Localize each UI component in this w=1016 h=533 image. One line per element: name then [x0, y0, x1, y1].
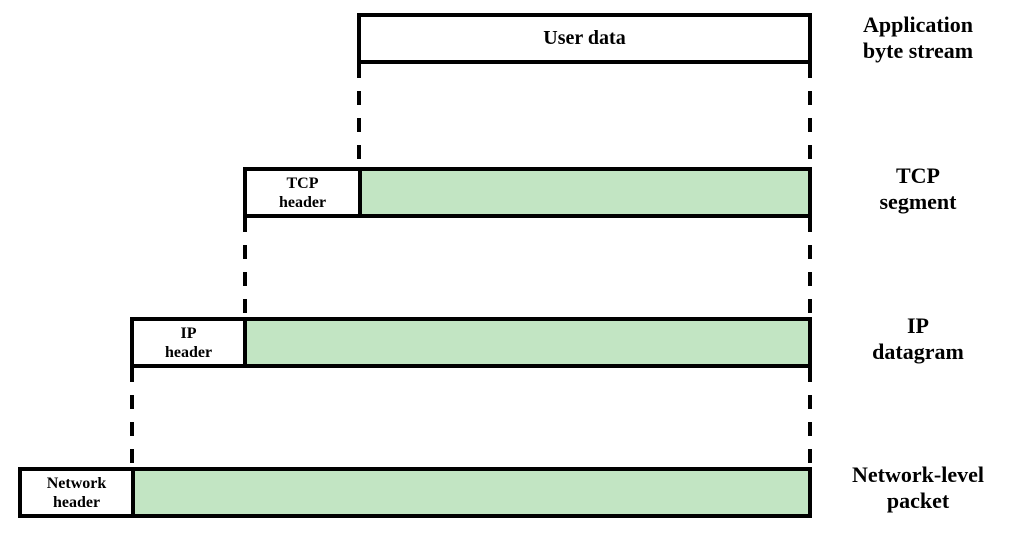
network-packet-row: Network header — [18, 467, 812, 518]
ip-datagram-row: IP header — [130, 317, 812, 368]
tcp-payload-area — [362, 171, 808, 214]
network-payload-area — [135, 471, 808, 514]
side-label-network-line1: Network-level — [852, 462, 984, 487]
tcp-segment-row: TCP header — [243, 167, 812, 218]
user-data-box: User data — [357, 13, 812, 64]
user-data-label: User data — [543, 27, 626, 49]
side-label-ip-line1: IP — [907, 313, 929, 338]
ip-header-label-line1: IP — [180, 324, 197, 342]
ip-header-label-line2: header — [164, 343, 213, 361]
side-label-tcp-line2: segment — [879, 189, 957, 214]
side-label-ip-datagram: IP datagram — [825, 313, 1011, 365]
side-label-tcp-segment: TCP segment — [825, 163, 1011, 215]
side-label-application-line2: byte stream — [862, 38, 974, 63]
tcp-header-label-line1: TCP — [286, 174, 319, 192]
network-header-box: Network header — [22, 471, 135, 514]
ip-header-box: IP header — [134, 321, 247, 364]
side-label-network-packet: Network-level packet — [825, 462, 1011, 514]
network-header-label-line1: Network — [46, 474, 107, 492]
side-label-ip-line2: datagram — [872, 339, 964, 364]
tcp-header-label-line2: header — [278, 193, 327, 211]
network-header-label-line2: header — [52, 493, 101, 511]
side-label-tcp-line1: TCP — [896, 163, 940, 188]
side-label-application-line1: Application — [862, 12, 974, 37]
tcp-header-box: TCP header — [247, 171, 362, 214]
side-label-network-line2: packet — [886, 488, 950, 513]
side-label-application: Application byte stream — [825, 12, 1011, 64]
ip-payload-area — [247, 321, 808, 364]
